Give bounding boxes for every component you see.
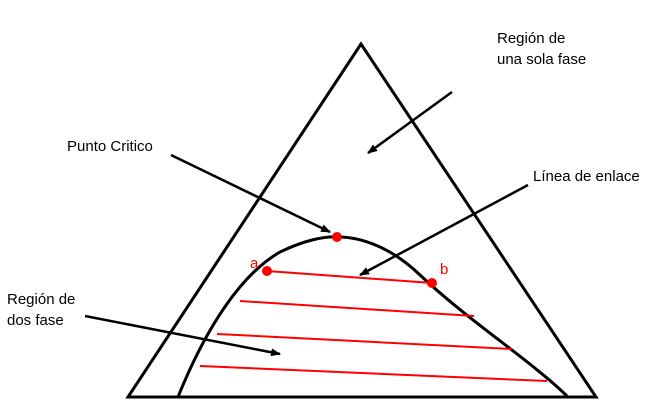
tie-line: [266, 270, 433, 284]
single-phase-label-line1: Región de: [497, 30, 565, 47]
single-phase-label-line2: una sola fase: [497, 51, 586, 68]
point-b-marker: [427, 278, 437, 288]
critical-point-label: Punto Critico: [67, 138, 153, 155]
tie-line-label: Línea de enlace: [533, 168, 640, 185]
critical-point-marker: [332, 232, 342, 242]
two-phase-label-line2: dos fase: [7, 312, 64, 329]
tie-line: [239, 300, 475, 317]
tie-line: [216, 333, 513, 350]
point-a-label: a: [250, 255, 259, 272]
point-a-marker: [262, 266, 272, 276]
tie-line: [199, 365, 548, 382]
single-phase-arrow: [367, 90, 453, 155]
two-phase-arrow: [84, 314, 281, 357]
single-phase-region-label: Región de una sola fase: [497, 30, 586, 68]
two-phase-region-label: Región de dos fase: [7, 291, 80, 329]
point-b-label: b: [440, 261, 448, 278]
tie-line-arrow: [359, 183, 529, 277]
ternary-triangle: [125, 41, 599, 399]
two-phase-label-line1: Región de: [7, 291, 75, 308]
critical-point-arrow: [170, 153, 331, 234]
